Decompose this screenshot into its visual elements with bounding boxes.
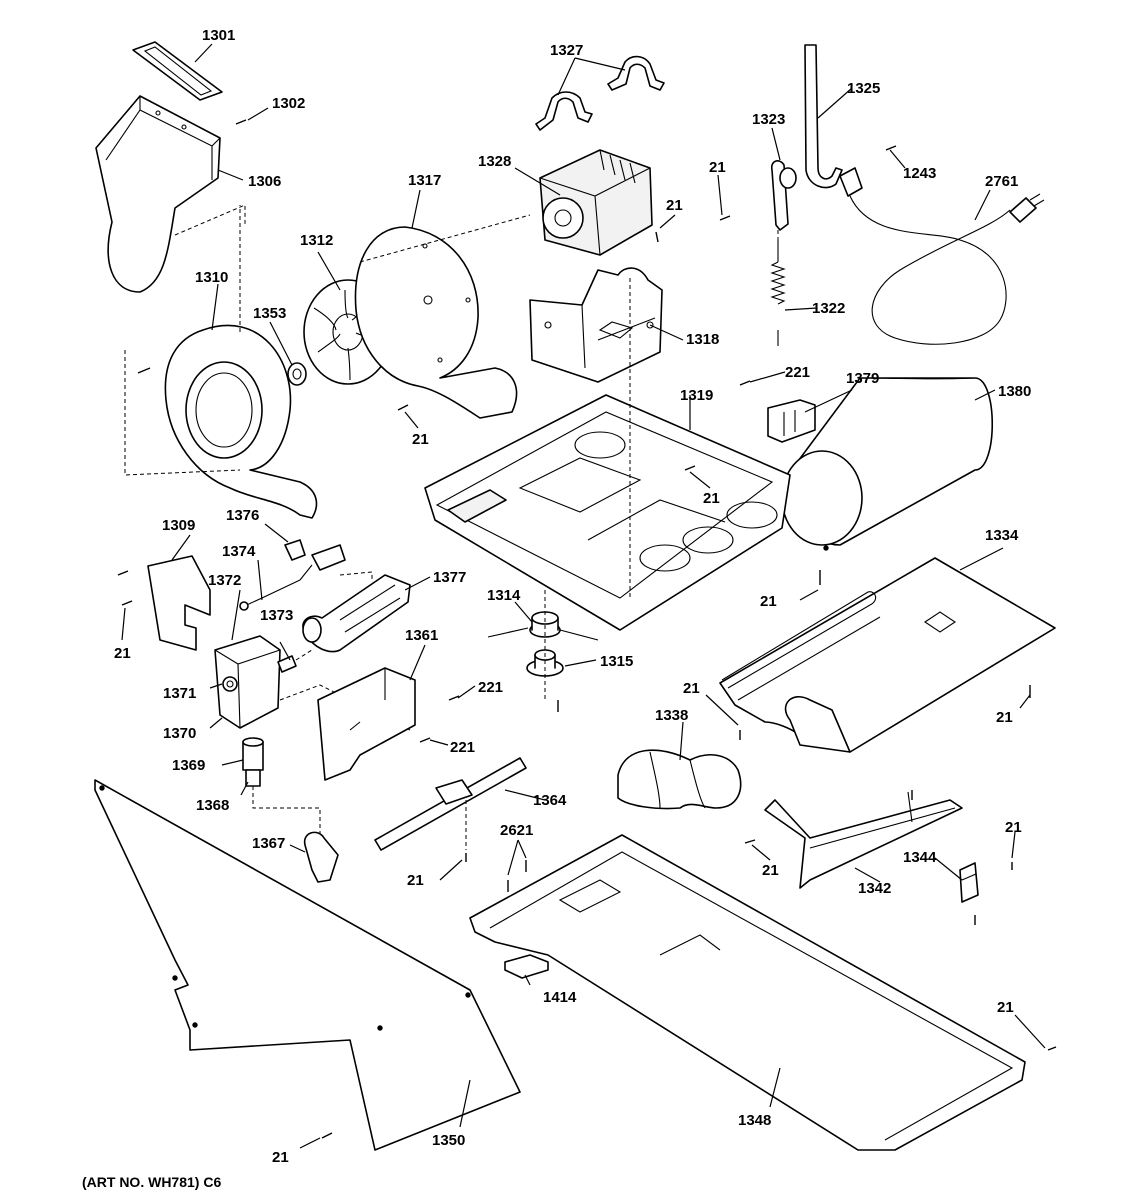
callout-1379: 1379 [846,370,879,387]
callout-1322: 1322 [812,300,845,317]
callout-21-manifold: 21 [407,872,424,889]
callout-1314: 1314 [487,587,521,604]
callout-1301: 1301 [202,27,235,44]
part-1315-bearing [526,590,564,700]
callout-1312: 1312 [300,232,333,249]
callout-labels: 1301 1302 1306 1317 1312 1310 1353 21 13… [114,27,1031,1166]
callout-1309: 1309 [162,517,195,534]
part-1306-duct [95,95,246,293]
callout-1318: 1318 [686,331,719,348]
callout-1325: 1325 [847,80,880,97]
callout-1380: 1380 [998,383,1031,400]
art-number-label: (ART NO. WH781) C6 [82,1174,221,1190]
callout-1306: 1306 [248,173,281,190]
callout-1334: 1334 [985,527,1019,544]
callout-1302: 1302 [272,95,305,112]
callout-21-left: 21 [114,645,131,662]
callout-1368: 1368 [196,797,229,814]
callout-21-bracket: 21 [1005,819,1022,836]
callout-1370: 1370 [163,725,196,742]
screws [117,119,1057,1139]
callout-21-motor-b: 21 [709,159,726,176]
part-1314-clip [487,611,599,641]
part-1319-base-pan [424,278,791,631]
callout-221-a: 221 [785,364,810,381]
part-1380-cylinder [781,377,994,551]
callout-1353: 1353 [253,305,286,322]
part-1368-fitting [245,769,321,840]
part-1309-shield [147,555,211,651]
part-1414-pad [504,954,549,979]
callout-2761: 2761 [985,173,1018,190]
part-1367-elbow-fitting [303,831,339,883]
part-1318-motor-mount [529,267,663,383]
callout-221-b: 221 [478,679,503,696]
callout-1369: 1369 [172,757,205,774]
callout-1367: 1367 [252,835,285,852]
part-1376-clip [284,539,306,561]
callout-1344: 1344 [903,849,937,866]
part-1369-orifice [242,737,264,771]
part-1310-blower-housing [124,205,318,519]
part-1323-switch-arm [770,160,797,231]
callout-1348: 1348 [738,1112,771,1129]
callout-1373: 1373 [260,607,293,624]
callout-1414: 1414 [543,989,577,1006]
callout-1376: 1376 [226,507,259,524]
callout-21-rail: 21 [762,862,779,879]
callout-1328: 1328 [478,153,511,170]
callout-1371: 1371 [163,685,196,702]
callout-1327: 1327 [550,42,583,59]
part-1328-drive-motor [539,149,653,256]
part-1322-spring [770,230,786,346]
callout-1350: 1350 [432,1132,465,1149]
callout-21-panel-r: 21 [997,999,1014,1016]
callout-21-base: 21 [703,490,720,507]
part-1301-gasket [132,41,223,101]
callout-1342: 1342 [858,880,891,897]
part-1350-panel [94,779,521,1151]
callout-1361: 1361 [405,627,438,644]
part-1379-bracket [767,399,816,443]
callout-21-blower: 21 [412,431,429,448]
callout-1319: 1319 [680,387,713,404]
part-1334-exhaust-duct [719,557,1056,753]
part-2761-power-cord [839,167,1045,345]
part-1317-blower-cover [354,214,531,419]
leader-lines [121,43,1046,1149]
part-1325-rod [804,44,843,189]
part-1370-gas-valve [214,635,411,731]
callout-21-duct-b: 21 [760,593,777,610]
callout-1338: 1338 [655,707,688,724]
callout-21-duct: 21 [683,680,700,697]
part-1353-washer [287,362,307,386]
part-1377-burner [302,574,411,653]
callout-2621: 2621 [500,822,533,839]
callout-1243: 1243 [903,165,936,182]
callout-1364: 1364 [533,792,567,809]
part-1338-elbow [617,749,742,810]
callout-21-right: 21 [996,709,1013,726]
callout-1310: 1310 [195,269,228,286]
part-1344-bracket [959,862,979,903]
part-1342-rail [764,791,963,889]
callout-1377: 1377 [433,569,466,586]
callout-1323: 1323 [752,111,785,128]
part-1364-manifold [374,757,527,851]
callout-1315: 1315 [600,653,633,670]
callout-1372: 1372 [208,572,241,589]
callout-21-panel-b: 21 [272,1149,289,1166]
callout-1374: 1374 [222,543,256,560]
part-1374-igniter [239,544,373,611]
part-1348-base [469,834,1026,1151]
callout-1317: 1317 [408,172,441,189]
callout-221-c: 221 [450,739,475,756]
callout-21-motor-a: 21 [666,197,683,214]
part-1327-motor-clips [535,55,665,131]
part-1361-bracket [317,667,416,781]
